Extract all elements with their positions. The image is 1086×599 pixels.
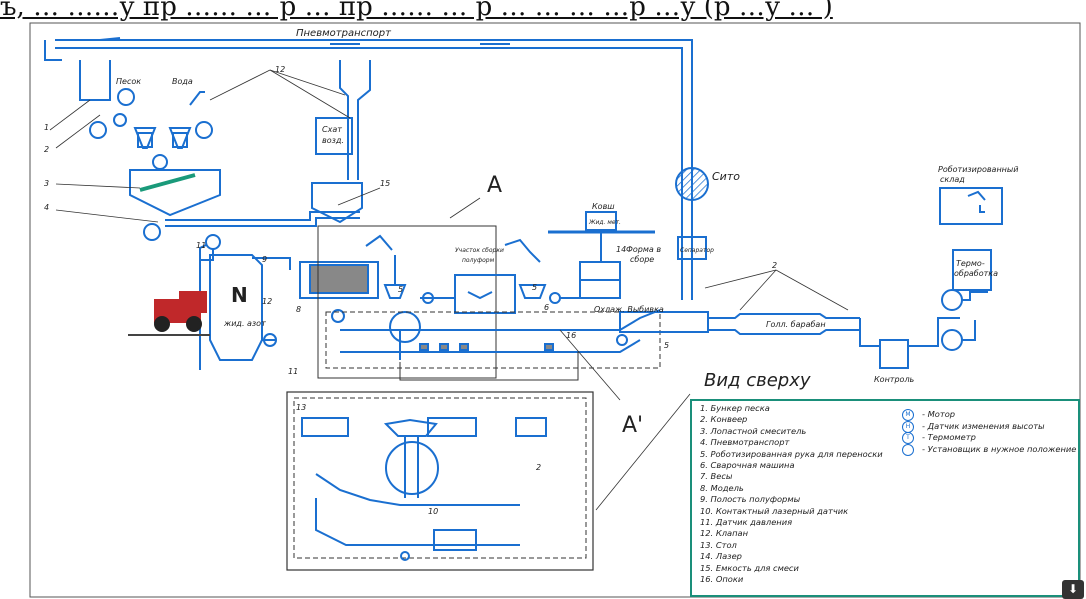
legend-item: 2. Конвеер — [700, 414, 748, 425]
callout-1: 1 — [44, 123, 49, 132]
label-poluform: полуформ — [462, 257, 495, 264]
label-skhat: Схат — [322, 125, 342, 134]
legend-item: 4. Пневмотранспорт — [700, 437, 790, 448]
legend-item: 10. Контактный лазерный датчик — [700, 505, 849, 516]
label-vid-sverkhu: Вид сверху — [704, 370, 811, 391]
height-sensor-icon: Н — [902, 420, 914, 433]
legend-items: 1. Бункер песка 2. Конвеер 3. Лопастной … — [700, 403, 883, 586]
label-zhidkiy: Жид. мет. — [588, 219, 621, 226]
legend-item: 8. Модель — [700, 482, 744, 493]
label-forma2: сборе — [630, 255, 654, 264]
legend-symbol-positioner: - Установщик в нужное положение — [900, 443, 1076, 456]
label-kontrol: Контроль — [874, 375, 915, 384]
legend-item: 12. Клапан — [700, 528, 749, 539]
legend-item: 15. Емкость для смеси — [700, 562, 799, 573]
legend-item: 13. Стол — [700, 539, 737, 550]
label-pneumo-top: Пневмотранспорт — [296, 28, 392, 39]
legend-item: 5. Роботизированная рука для переноски — [700, 448, 883, 459]
label-forma: Форма в — [626, 245, 661, 254]
callout-2b: 2 — [772, 261, 777, 270]
legend-symbol-height: Н- Датчик изменения высоты — [900, 420, 1076, 433]
legend-item: 14. Лазер — [700, 551, 742, 562]
label-kovsh: Ковш — [592, 202, 615, 211]
callout-5b: 5 — [532, 283, 537, 292]
legend-item: 16. Опоки — [700, 574, 744, 585]
legend-item: 11. Датчик давления — [700, 517, 793, 528]
label-A-prime: А' — [622, 413, 643, 438]
motor-icon: М — [902, 409, 914, 421]
download-button[interactable]: ⬇ — [1062, 580, 1084, 599]
legend-symbol-thermo: Т- Термометр — [900, 432, 1076, 445]
callout-9: 9 — [262, 255, 267, 264]
legend: 1. Бункер песка 2. Конвеер 3. Лопастной … — [690, 399, 1080, 597]
label-robot-sklad-2: склад — [940, 175, 965, 184]
legend-symbols: М- Мотор Н- Датчик изменения высоты Т- Т… — [900, 409, 1076, 456]
callout-5c: 5 — [664, 341, 669, 350]
callout-2: 2 — [44, 145, 49, 154]
label-zhid-azot: жид. азот — [223, 319, 266, 328]
callout-14: 14 — [616, 245, 626, 254]
callout-3: 3 — [44, 179, 49, 188]
label-sito: Сито — [712, 170, 740, 183]
label-sand: Песок — [116, 77, 141, 86]
legend-item: 9. Полость полуформы — [700, 494, 801, 505]
callout-12a: 12 — [275, 65, 285, 74]
callout-11a: 11 — [196, 241, 206, 250]
callout-11b: 11 — [288, 367, 298, 376]
callout-5a: 5 — [398, 285, 403, 294]
label-robot-sklad-1: Роботизированный — [938, 165, 1018, 174]
label-vozd: возд. — [322, 136, 344, 145]
callout-10: 10 — [428, 507, 438, 516]
label-termo-2: обработка — [954, 269, 998, 278]
legend-item: 7. Весы — [700, 471, 733, 482]
legend-symbol-motor: М- Мотор — [900, 409, 1076, 421]
callout-13: 13 — [296, 403, 306, 412]
callout-16: 16 — [566, 331, 576, 340]
legend-item: 1. Бункер песка — [700, 403, 770, 413]
label-separator: Сепаратор — [680, 247, 714, 254]
callout-8: 8 — [296, 305, 301, 314]
callout-6: 6 — [544, 303, 549, 312]
label-A: А — [487, 173, 502, 198]
legend-item: 6. Сварочная машина — [700, 460, 795, 471]
label-goll: Голл. барабан — [766, 320, 826, 329]
thermometer-icon: Т — [902, 432, 914, 445]
label-okhlazh: Охлаж. Выбивка — [594, 305, 664, 314]
callout-4: 4 — [44, 203, 49, 212]
legend-item: 3. Лопастной смеситель — [700, 425, 807, 436]
header-text: ъ, … ……у пр …… … р … пр …… … р … … … …р … — [0, 0, 833, 22]
callout-2c: 2 — [536, 463, 541, 472]
download-icon: ⬇ — [1067, 582, 1079, 596]
label-water: Вода — [172, 77, 193, 86]
positioner-icon — [902, 443, 914, 456]
callout-15: 15 — [380, 179, 390, 188]
label-uchastok: Участок сборки — [455, 247, 504, 254]
label-termo-1: Термо- — [956, 259, 985, 268]
label-N: N — [231, 283, 248, 307]
callout-12b: 12 — [262, 297, 272, 306]
